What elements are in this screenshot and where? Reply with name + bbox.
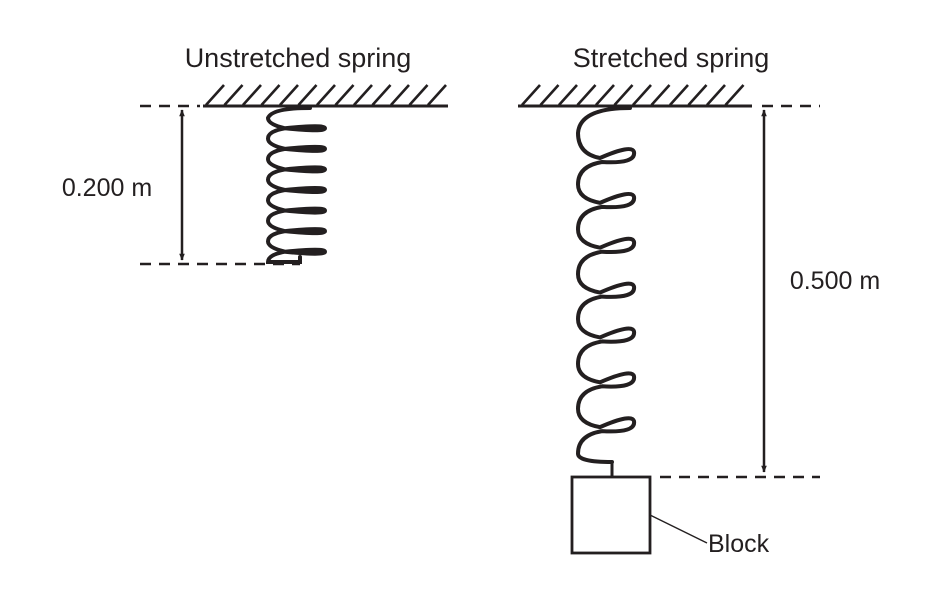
hatch-mark bbox=[558, 84, 578, 106]
hatch-mark bbox=[632, 84, 652, 106]
stretched-length-label: 0.500 m bbox=[790, 267, 880, 295]
hatch-mark bbox=[334, 84, 355, 106]
hatch-mark bbox=[613, 84, 634, 106]
ceiling-right bbox=[518, 84, 752, 108]
hatch-mark bbox=[669, 84, 689, 106]
stretched-spring-coil bbox=[575, 106, 637, 464]
unstretched-length-label: 0.200 m bbox=[62, 174, 152, 202]
unstretched-spring-coil bbox=[265, 106, 328, 264]
hatch-mark bbox=[316, 84, 336, 106]
ceiling-left bbox=[203, 84, 448, 108]
hatch-mark bbox=[521, 84, 541, 106]
hatch-mark bbox=[650, 84, 671, 106]
hatch-mark bbox=[427, 84, 447, 106]
hatch-mark bbox=[371, 84, 392, 106]
stretched-title: Stretched spring bbox=[573, 43, 770, 73]
unstretched-spring-panel: Unstretched spring 0.200 m bbox=[62, 43, 448, 266]
hatch-mark bbox=[279, 84, 299, 106]
hatch-mark bbox=[724, 84, 745, 106]
hatch-mark bbox=[223, 84, 244, 106]
hatch-mark bbox=[576, 84, 597, 106]
hatch-mark bbox=[242, 84, 262, 106]
hatch-mark bbox=[297, 84, 318, 106]
hatch-mark bbox=[539, 84, 560, 106]
hatch-mark bbox=[205, 84, 225, 106]
hatch-mark bbox=[706, 84, 726, 106]
ceiling-hatching bbox=[521, 84, 745, 106]
ceiling-hatching bbox=[205, 84, 447, 106]
stretched-spring-panel: Stretched spring 0.500 m Block bbox=[518, 43, 880, 558]
hatch-mark bbox=[595, 84, 615, 106]
hatch-mark bbox=[390, 84, 410, 106]
unstretched-title: Unstretched spring bbox=[185, 43, 412, 73]
block-label: Block bbox=[708, 530, 770, 558]
block-leader-line bbox=[649, 514, 708, 544]
hatch-mark bbox=[408, 84, 429, 106]
block bbox=[570, 475, 652, 555]
hatch-mark bbox=[260, 84, 281, 106]
hatch-mark bbox=[353, 84, 373, 106]
hatch-mark bbox=[687, 84, 708, 106]
